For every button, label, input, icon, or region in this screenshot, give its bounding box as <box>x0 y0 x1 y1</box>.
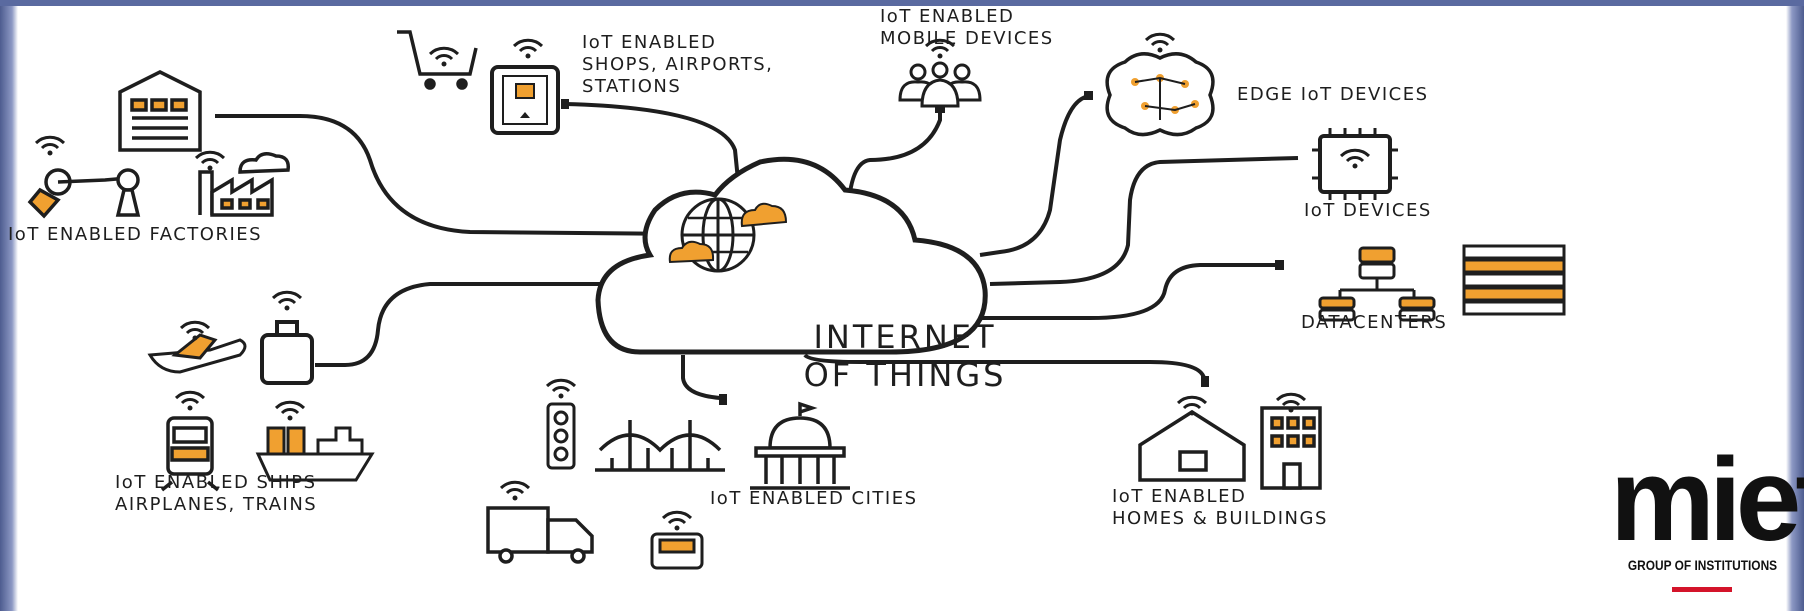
cpu-chip-icon <box>1312 128 1398 200</box>
center-label-line2: OF THINGS <box>803 356 1007 394</box>
mobile-label-line1: IoT ENABLED <box>880 6 1015 27</box>
traffic-light-icon <box>546 402 576 470</box>
shops-label: IoT ENABLED SHOPS, AIRPORTS, STATIONS <box>582 32 773 98</box>
shops-label-line2: SHOPS, AIRPORTS, <box>582 54 774 75</box>
shops-label-line1: IoT ENABLED <box>582 32 717 53</box>
homes-label: IoT ENABLED HOMES & BUILDINGS <box>1112 486 1328 530</box>
globe-cloud-icon <box>668 197 788 273</box>
miet-logo: miet GROUP OF INSTITUTIONS <box>1610 434 1804 605</box>
logo-subtitle: GROUP OF INSTITUTIONS <box>1627 557 1778 573</box>
wifi-icon <box>174 390 206 412</box>
homes-label-line2: HOMES & BUILDINGS <box>1112 508 1328 529</box>
wifi-icon <box>271 290 303 312</box>
iot-devices-label: IoT DEVICES <box>1304 200 1432 221</box>
center-label: INTERNET OF THINGS <box>745 318 1065 394</box>
connector-edge <box>979 94 1091 257</box>
mobile-label: IoT ENABLED MOBILE DEVICES <box>880 6 1054 50</box>
robot-arm-icon <box>27 168 141 219</box>
homes-label-line1: IoT ENABLED <box>1112 486 1247 507</box>
ship-icon <box>255 426 375 482</box>
house-icon <box>1138 409 1246 482</box>
wifi-icon <box>661 510 693 532</box>
wifi-icon <box>499 480 531 502</box>
connector-homes <box>803 353 1206 379</box>
wifi-icon <box>1176 395 1208 417</box>
luggage-icon <box>260 320 314 385</box>
database-icon <box>1318 246 1436 322</box>
logo-mark: miet <box>1610 434 1804 566</box>
warehouse-icon <box>118 70 202 152</box>
connector-lines <box>215 94 1299 400</box>
bridge-icon <box>595 420 725 472</box>
connector-mobile <box>846 112 942 216</box>
connector-plugs <box>561 91 1284 405</box>
wifi-icon <box>512 38 544 60</box>
mobile-label-line2: MOBILE DEVICES <box>880 28 1054 49</box>
cities-label: IoT ENABLED CITIES <box>710 488 918 509</box>
edge-label: EDGE IoT DEVICES <box>1237 84 1429 105</box>
shops-label-line3: STATIONS <box>582 76 682 97</box>
train-icon <box>160 416 220 492</box>
brain-chip-icon <box>1105 52 1215 137</box>
shopping-cart-icon <box>397 30 478 90</box>
slide-top-border <box>0 0 1804 6</box>
ships-label-line2: AIRPLANES, TRAINS <box>115 494 318 515</box>
smartphone-icon <box>490 65 560 135</box>
truck-icon <box>486 506 594 564</box>
capitol-building-icon <box>750 401 850 490</box>
factory-icon <box>198 152 290 217</box>
datacenters-label: DATACENTERS <box>1301 312 1448 333</box>
office-building-icon <box>1260 406 1322 490</box>
factories-label: IoT ENABLED FACTORIES <box>8 224 263 245</box>
wifi-icon <box>274 400 306 422</box>
wifi-icon <box>1144 32 1176 54</box>
car-icon <box>650 532 704 570</box>
connector-shops <box>564 102 742 201</box>
wifi-icon <box>545 378 577 400</box>
wifi-icon <box>428 46 460 68</box>
connector-factories <box>215 114 691 236</box>
connector-iot-devices <box>989 156 1299 286</box>
connector-datacenters <box>980 263 1282 320</box>
wifi-icon <box>34 135 66 157</box>
ships-label-line1: IoT ENABLED SHIPS <box>115 472 317 493</box>
ships-label: IoT ENABLED SHIPS AIRPLANES, TRAINS <box>115 472 317 516</box>
wifi-icon <box>194 150 226 172</box>
logo-underline <box>1672 587 1732 592</box>
people-group-icon <box>898 61 982 108</box>
connector-ships <box>315 282 605 367</box>
connector-cities <box>681 355 722 400</box>
airplane-icon <box>147 333 247 374</box>
server-rack-icon <box>1462 244 1566 316</box>
center-label-line1: INTERNET <box>813 318 997 356</box>
